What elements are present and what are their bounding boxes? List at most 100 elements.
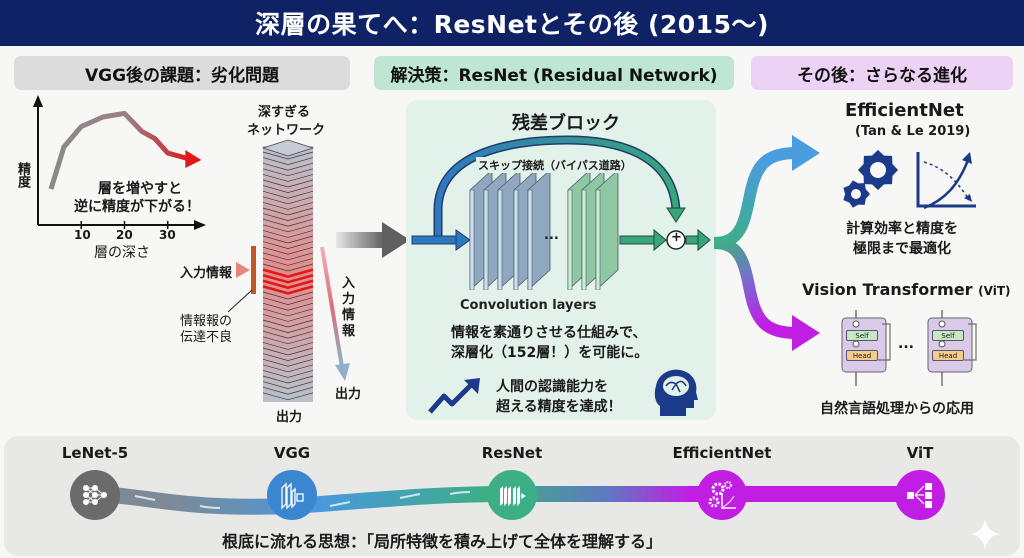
branch-up-path <box>713 147 797 249</box>
input-arrowhead <box>455 229 471 251</box>
vit-block-frame <box>841 310 891 386</box>
gears-icon <box>843 150 898 208</box>
tower-layer <box>262 342 314 350</box>
timeline-node-resnet[interactable] <box>487 470 537 520</box>
conv-layer-edge <box>497 189 503 290</box>
transition-arrow-icon <box>336 222 410 258</box>
conv-layer-edge <box>595 189 601 290</box>
timeline-node-lenet[interactable] <box>70 470 120 520</box>
side-output-label: 出力 <box>335 387 362 402</box>
chart-annotation-1: 層を増やすと <box>98 181 182 197</box>
timeline-node-vit[interactable] <box>895 470 945 520</box>
tower-layer <box>262 151 314 160</box>
tower-layer <box>262 252 314 261</box>
input-arrow-icon <box>236 262 250 278</box>
pointer-line <box>227 289 253 313</box>
timeline-label-lenet: LeNet-5 <box>61 444 129 462</box>
page-title: 深層の果てへ：ResNetとその後 (2015〜) <box>0 0 1024 46</box>
deep-network-label-2: ネットワーク <box>247 123 326 138</box>
conv-layer-edge <box>581 189 587 290</box>
timeline-motto: 根底に流れる思想：「局所特徴を積み上げて全体を理解する」 <box>222 532 663 551</box>
tower-layer <box>262 314 314 322</box>
tower-layer <box>262 381 314 389</box>
tower-layer <box>262 347 314 356</box>
conv-layers-label: Convolution layers <box>460 298 597 313</box>
tower-layer <box>262 246 314 255</box>
tower-layer <box>262 196 314 205</box>
tower-top-plate <box>261 139 315 157</box>
bottom-output-label: 出力 <box>276 410 303 425</box>
tower-layer <box>262 202 314 210</box>
side-input-label: 入 力 情 報 <box>342 276 358 340</box>
vit-head-box: Head <box>846 350 878 361</box>
timeline-node-efficientnet[interactable] <box>697 470 747 520</box>
residual-block-title: 残差ブロック <box>512 113 620 134</box>
tower-layer <box>262 273 314 284</box>
accuracy-curve <box>48 110 191 190</box>
x-tick-20: 20 <box>116 228 133 242</box>
chart-annotation-2: 逆に精度が下がる！ <box>74 199 200 215</box>
efficientnet-title: EfficientNet <box>845 100 964 121</box>
stacked-layers-icon <box>281 482 304 510</box>
vit-head-box: Head <box>932 350 964 361</box>
side-input-char: 報 <box>342 324 356 339</box>
tradeoff-chart-icon <box>916 152 976 210</box>
vit-block-frame <box>927 310 977 386</box>
skip-arrowhead <box>666 207 686 223</box>
branch-down-arrowhead <box>792 315 820 351</box>
neural-net-icon <box>83 485 107 505</box>
layers-ellipsis: ... <box>544 228 559 243</box>
output-arrowhead <box>653 228 667 252</box>
x-axis-arrow <box>194 220 206 230</box>
residual-block-panel <box>406 100 716 420</box>
achievement-2: 超える精度を達成！ <box>496 399 622 415</box>
residual-block-diagram <box>411 135 711 290</box>
chart-ylabel: 精度 <box>15 162 30 188</box>
side-input-char: 入 <box>342 276 356 291</box>
tower-layer <box>262 330 314 339</box>
tower-layer <box>262 230 314 238</box>
vit-ellipsis: ... <box>898 336 914 352</box>
conv-layer-edge <box>483 189 489 290</box>
output-arrow-shaft <box>619 235 657 245</box>
brain-head-icon <box>654 369 698 416</box>
tower-layer <box>262 263 314 272</box>
skip-connection-arc <box>435 136 679 240</box>
tower-layer <box>262 386 314 395</box>
tower-layer <box>262 285 314 295</box>
timeline-node-vgg[interactable] <box>267 470 317 520</box>
tower-layer <box>262 207 314 216</box>
tower-layer <box>262 308 314 317</box>
timeline-label-resnet: ResNet <box>481 444 543 462</box>
tower-layer <box>262 174 314 182</box>
efficientnet-desc-2: 極限まで最適化 <box>853 241 951 257</box>
blocked-label-2: 伝達不良 <box>180 330 233 345</box>
skip-connection-label: スキップ接続（バイパス道路） <box>476 157 634 173</box>
vit-title: Vision Transformer (ViT) <box>802 280 1010 299</box>
degradation-chart <box>33 95 206 230</box>
timeline-label-efficientnet: EfficientNet <box>672 444 772 462</box>
tower-layer <box>262 279 314 290</box>
tower-layer <box>262 325 314 333</box>
section-header-problem: VGG後の課題：劣化問題 <box>14 56 350 90</box>
tower-layer <box>262 235 314 244</box>
tower-layer <box>262 258 314 266</box>
plus-circle <box>666 230 686 250</box>
gear-hole <box>870 162 886 178</box>
tower-layer <box>262 392 314 401</box>
tower-layer <box>262 224 314 233</box>
deep-network-tower <box>261 139 315 402</box>
blocking-bar <box>251 246 256 294</box>
x-tick-30: 30 <box>159 228 176 242</box>
tower-layer <box>262 268 314 278</box>
tower-layer <box>262 336 314 345</box>
blocked-label-1: 情報報の <box>180 314 233 329</box>
trend-up-icon <box>428 378 480 414</box>
branch-down-path <box>713 237 797 339</box>
tower-layer <box>262 179 314 188</box>
chart-xlabel: 層の深さ <box>94 245 150 261</box>
tower-layer <box>262 162 314 171</box>
curve-arrowhead <box>185 150 202 168</box>
tower-layer <box>262 190 314 199</box>
gear-hole <box>851 189 861 199</box>
